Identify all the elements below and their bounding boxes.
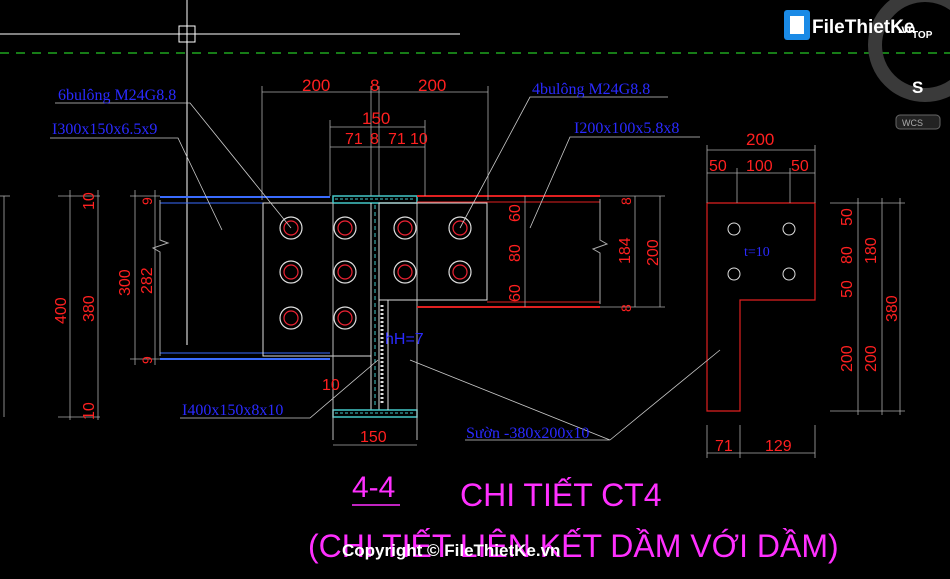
leader-lines	[50, 96, 721, 441]
callout-labels: 6bulông M24G8.8 I300x150x6.5x9 4bulông M…	[52, 81, 770, 442]
dim-left-9-bottom: 9	[139, 356, 155, 364]
label-beam-main: I400x150x8x10	[182, 402, 283, 419]
viewcube-south-label: S	[912, 78, 923, 97]
bolt	[333, 216, 357, 240]
crosshair-cursor	[0, 0, 460, 345]
drawing-titles: 4-4 CHI TIẾT CT4 (CHI TIẾT LIÊN KẾT DẦM …	[308, 471, 839, 564]
dim-right-60-bottom: 60	[507, 284, 524, 302]
label-bolts-left: 6bulông M24G8.8	[58, 87, 176, 104]
bolt	[333, 306, 357, 330]
bolt	[279, 306, 303, 330]
dim-top-200-left: 200	[302, 76, 330, 95]
dim-mid-71-left: 71	[345, 131, 363, 148]
dim-mid-8: 8	[370, 131, 379, 148]
dim-detail-180: 180	[863, 237, 880, 264]
dim-top-200-right: 200	[418, 76, 446, 95]
dimension-lines	[0, 86, 905, 458]
dim-left-400: 400	[53, 297, 70, 324]
dim-right-80: 80	[507, 244, 524, 262]
bolt-group	[279, 216, 472, 330]
bolt	[333, 260, 357, 284]
dim-left-380: 380	[81, 295, 98, 322]
dim-detail-v50-bottom: 50	[839, 280, 856, 298]
dim-detail-380: 380	[884, 295, 901, 322]
dim-detail-200: 200	[746, 130, 774, 149]
stiffener-detail-plate	[706, 202, 816, 412]
beam-right	[417, 195, 609, 308]
detail-subtitle: (CHI TIẾT LIÊN KẾT DẦM VỚI DẦM)	[308, 528, 839, 564]
detail-title: CHI TIẾT CT4	[460, 477, 662, 513]
dim-detail-129: 129	[765, 438, 792, 455]
dim-right-60-top: 60	[507, 204, 524, 222]
label-bolts-right: 4bulông M24G8.8	[532, 81, 650, 98]
dim-left-282: 282	[139, 267, 156, 294]
label-beam-left: I300x150x6.5x9	[52, 121, 157, 138]
main-beam-section	[332, 195, 418, 440]
dim-detail-71: 71	[715, 438, 733, 455]
dim-right-184: 184	[617, 237, 634, 264]
bolt	[393, 260, 417, 284]
dim-top-8: 8	[370, 76, 379, 95]
dim-detail-v200-outer: 200	[863, 345, 880, 372]
bolt	[448, 260, 472, 284]
end-plate-right	[378, 202, 488, 301]
beam-left	[151, 196, 330, 360]
watermark-domain: .vn	[898, 22, 915, 36]
bolt	[279, 260, 303, 284]
dim-mid-71-right: 71	[388, 131, 406, 148]
dim-left-9-top: 9	[139, 197, 155, 205]
dim-detail-v80: 80	[839, 246, 856, 264]
viewcube[interactable]: TOP S WCS	[868, 0, 950, 130]
watermark-logo: FileThietKe .vn	[784, 10, 915, 40]
dim-detail-50-left: 50	[709, 158, 727, 175]
copyright-watermark: Copyright © FileThietKe.vn	[342, 541, 560, 560]
dim-left-10-top: 10	[81, 192, 98, 210]
dim-detail-50-right: 50	[791, 158, 809, 175]
bolt	[448, 216, 472, 240]
wcs-label: WCS	[902, 118, 923, 128]
dim-detail-v200: 200	[839, 345, 856, 372]
dim-left-10-bottom: 10	[81, 402, 98, 420]
dim-detail-v50-top: 50	[839, 208, 856, 226]
dimension-texts: 200 8 200 150 71 8 71 10 10 400 380 10 3…	[53, 76, 901, 455]
dim-left-300: 300	[117, 269, 134, 296]
label-plate-thickness: t=10	[744, 245, 770, 260]
dim-web-10: 10	[322, 377, 340, 394]
dim-right-8-bottom: 8	[618, 304, 634, 312]
watermark-brand: FileThietKe	[812, 17, 914, 38]
dim-bottom-150: 150	[360, 429, 387, 446]
dim-right-8-top: 8	[618, 197, 634, 205]
viewcube-top-label: TOP	[912, 30, 933, 41]
dim-mid-150: 150	[362, 109, 390, 128]
dim-right-200: 200	[645, 239, 662, 266]
label-beam-right: I200x100x5.8x8	[574, 120, 679, 137]
dim-mid-10: 10	[410, 131, 428, 148]
label-weld-height: hH=7	[385, 331, 424, 348]
end-plate-left	[262, 202, 372, 357]
bolt	[279, 216, 303, 240]
bolt	[393, 216, 417, 240]
dim-detail-100: 100	[746, 158, 773, 175]
label-stiffener: Sườn -380x200x10	[466, 425, 589, 442]
section-title: 4-4	[352, 471, 395, 504]
